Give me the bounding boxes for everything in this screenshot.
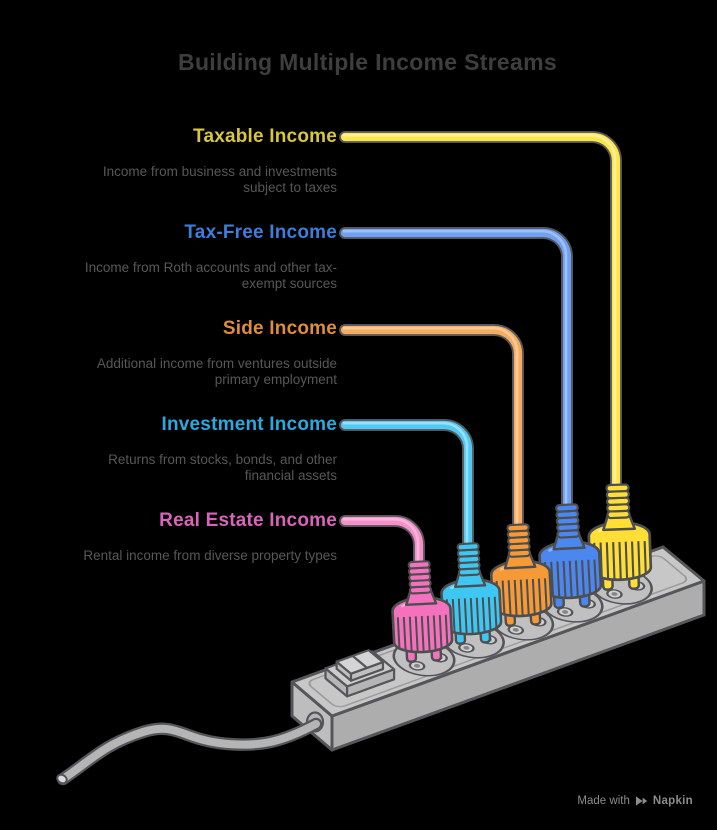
cable-taxable: [339, 131, 622, 499]
watermark-prefix: Made with: [577, 795, 630, 807]
power-switch: [324, 648, 396, 698]
power-cord: [56, 711, 325, 786]
watermark: Made with Napkin: [577, 795, 693, 807]
cable-side: [339, 324, 524, 539]
page-title: Building Multiple Income Streams: [178, 49, 557, 75]
napkin-logo-icon: [635, 795, 648, 807]
plug-real-estate: [388, 558, 455, 664]
cable-investment: [339, 419, 474, 558]
cord-tip: [56, 773, 68, 785]
watermark-brand: Napkin: [652, 795, 693, 807]
cable-tax-free: [339, 227, 573, 519]
cable-real-estate: [339, 515, 425, 576]
